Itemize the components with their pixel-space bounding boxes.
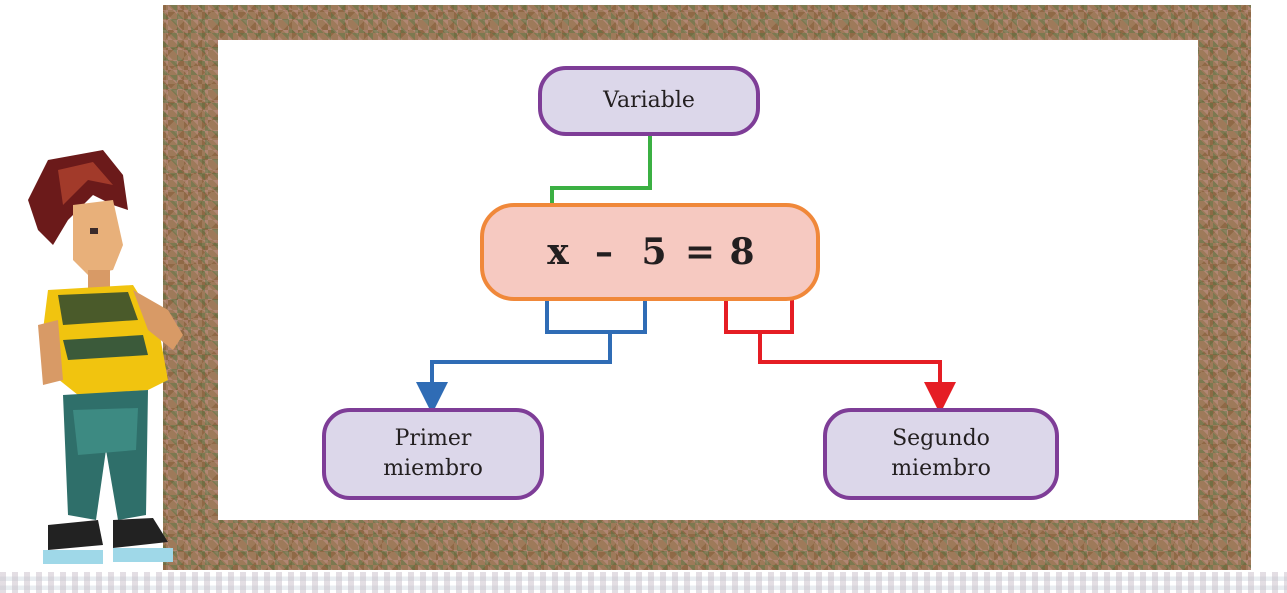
first-member-bracket: [545, 300, 647, 334]
second-member-bracket: [724, 300, 794, 334]
second-member-box: Segundo miembro: [823, 408, 1059, 500]
equation-equals: =: [684, 231, 716, 273]
equation-result: 8: [729, 231, 755, 273]
equation-constant: 5: [641, 231, 667, 273]
first-member-label-line1: Primer: [394, 426, 472, 451]
equation-box: x – 5 = 8: [480, 203, 820, 301]
variable-label: Variable: [603, 88, 695, 113]
first-member-box: Primer miembro: [322, 408, 544, 500]
second-member-label-line1: Segundo: [892, 426, 990, 451]
second-member-label-line2: miembro: [891, 456, 991, 481]
first-member-arrow: [416, 332, 612, 414]
equation-minus: –: [595, 231, 613, 273]
equation-variable: x: [547, 231, 569, 273]
student-character-icon: [28, 150, 183, 564]
first-member-label-line2: miembro: [383, 456, 483, 481]
variable-box: Variable: [538, 66, 760, 136]
second-member-arrow: [758, 332, 956, 414]
floor-pattern: [0, 572, 1287, 593]
